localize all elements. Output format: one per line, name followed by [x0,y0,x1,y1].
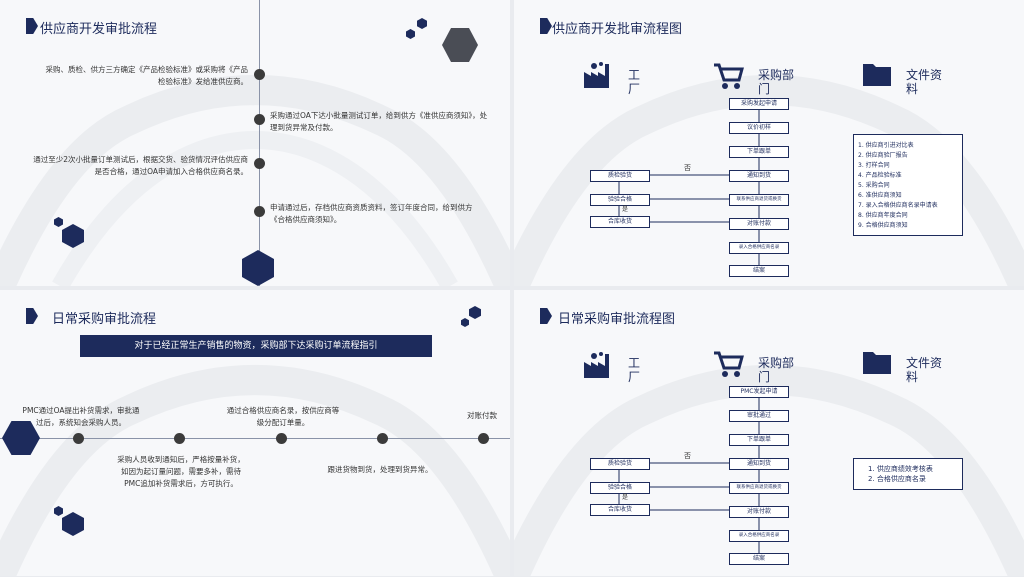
timeline-dot [174,433,185,444]
background-arches [0,365,510,576]
timeline-dot [478,433,489,444]
folder-icon [863,352,891,374]
document-item: 6. 准供应商须知 [858,192,902,199]
documents-list: 1. 供应商引进对比表 2. 供应商验厂报告 3. 打样合同 4. 产品检验标准… [853,134,963,236]
step-text: 跟进货物到货，处理到货异常。 [327,465,433,474]
timeline-dot [276,433,287,444]
title-marker [540,308,552,324]
column-label-docs: 文件资料 [906,356,943,384]
page-title: 日常采购审批流程 [52,312,157,327]
title-marker [540,18,552,34]
slide-daily-purchase-process: 日常采购审批流程 对于已经正常生产销售的物资，采购部下达采购订单流程指引 PMC… [0,290,510,576]
qc-step: 合库收货 [590,216,650,228]
slide-daily-purchase-flowchart: 日常采购审批流程图 工厂 采购部门 文件资料 PMC发起申请 审批通过 下单跟单… [514,290,1024,576]
document-item: 2. 供应商验厂报告 [858,152,908,159]
hexagon-decor [62,224,84,248]
step-text: 采购人员收到通知后，严格按量补货，如因为起订量问题，需要多补，需待PMC追加补货… [117,455,245,488]
timeline-line [0,438,510,439]
hexagon-decor [54,506,63,516]
flow-step: 议价初样 [729,122,789,134]
no-label: 否 [684,452,691,460]
document-item: 4. 产品检验标准 [858,172,902,179]
flow-step: 通知到货 [729,170,789,182]
hexagon-decor [417,18,427,29]
step-text: 采购、质检、供方三方确定《产品检验标准》或采购将《产品检验标准》发给准供应商。 [45,65,249,86]
qc-step: 合库收货 [590,504,650,516]
flow-step: 联系供应商退货或换货 [729,194,789,206]
yes-label: 是 [622,494,629,501]
timeline-dot [254,158,265,169]
hexagon-decor [54,217,63,227]
flow-step: 联系供应商退货或换货 [729,482,789,494]
column-label-purchase: 采购部门 [758,356,795,384]
slide-supplier-dev-flowchart: 供应商开发批审流程图 工厂 采购部门 文件资料 采购发起申请 议价初样 下单跟单… [514,0,1024,286]
document-item: 1. 供应商引进对比表 [858,142,914,149]
title-marker [26,18,38,34]
hexagon-decor [442,28,478,62]
timeline-line [259,0,260,286]
document-item: 9. 合格供应商须知 [858,222,908,229]
page-title: 供应商开发批审流程图 [552,22,683,37]
document-item: 8. 供应商年度合同 [858,212,908,219]
flow-step: PMC发起申请 [729,386,789,398]
column-label-docs: 文件资料 [906,68,943,96]
flow-step: 下单跟单 [729,146,789,158]
column-label-purchase: 采购部门 [758,68,795,96]
qc-step: 验验合格 [590,194,650,206]
document-item: 3. 打样合同 [858,162,890,169]
flow-step: 采购发起申请 [729,98,789,110]
timeline-dot [377,433,388,444]
timeline-dot [254,114,265,125]
flow-step: 结案 [729,265,789,277]
document-item: 2. 合格供应商名录 [868,475,926,483]
slide-supplier-dev-process: 供应商开发审批流程 采购、质检、供方三方确定《产品检验标准》或采购将《产品检验标… [0,0,510,286]
folder-icon [863,64,891,86]
step-text: 采购通过OA下达小批量测试订单，给到供方《准供应商须知》，处理到货异常及付款。 [270,111,488,132]
flow-step: 对账付款 [729,506,789,518]
flow-step: 审批通过 [729,410,789,422]
hexagon-decor [461,318,469,327]
hexagon-decor [406,29,415,39]
flow-step: 结案 [729,553,789,565]
flow-step: 录入合格供应商名录 [729,530,789,542]
document-item: 5. 采购合同 [858,182,890,189]
no-label: 否 [684,164,691,172]
step-text: 申请通过后，存档供应商资质资料，签订年度合同，给到供方《合格供应商须知》。 [270,203,473,224]
column-label-factory: 工厂 [628,356,641,384]
factory-icon [584,352,609,378]
qc-step: 质检验货 [590,170,650,182]
step-text: 通过合格供应商名录，按供应商等级分配订单量。 [226,406,340,427]
timeline-dot [254,206,265,217]
cart-icon [714,351,744,377]
timeline-dot [254,69,265,80]
document-item: 7. 录入合格供应商名录申请表 [858,202,938,209]
cart-icon [714,63,744,89]
documents-list: 1. 供应商绩效考核表 2. 合格供应商名录 [853,458,963,490]
timeline-dot [73,433,84,444]
page-title: 供应商开发审批流程 [40,22,158,37]
qc-step: 验验合格 [590,482,650,494]
hexagon-decor [62,512,84,536]
flow-connectors [618,396,760,553]
flow-step: 通知到货 [729,458,789,470]
column-label-factory: 工厂 [628,68,641,96]
qc-step: 质检验货 [590,458,650,470]
title-marker [26,308,38,324]
step-text: 对账付款 [467,411,497,420]
page-title: 日常采购审批流程图 [558,312,676,327]
flow-step: 对账付款 [729,218,789,230]
hexagon-decor [469,306,481,319]
background-arches [0,75,510,286]
factory-icon [584,62,609,88]
flow-step: 下单跟单 [729,434,789,446]
flow-step: 录入合格供应商名录 [729,242,789,254]
yes-label: 是 [622,206,629,213]
banner-text: 对于已经正常生产销售的物资，采购部下达采购订单流程指引 [80,335,432,357]
step-text: 通过至少2次小批量订单测试后，根据交货、验货情况评估供应商是否合格，通过OA申请… [33,155,248,176]
step-text: PMC通过OA提出补货需求，审批通过后，系统知会采购人员。 [22,406,140,427]
flow-connectors [618,108,760,265]
document-item: 1. 供应商绩效考核表 [868,465,933,473]
